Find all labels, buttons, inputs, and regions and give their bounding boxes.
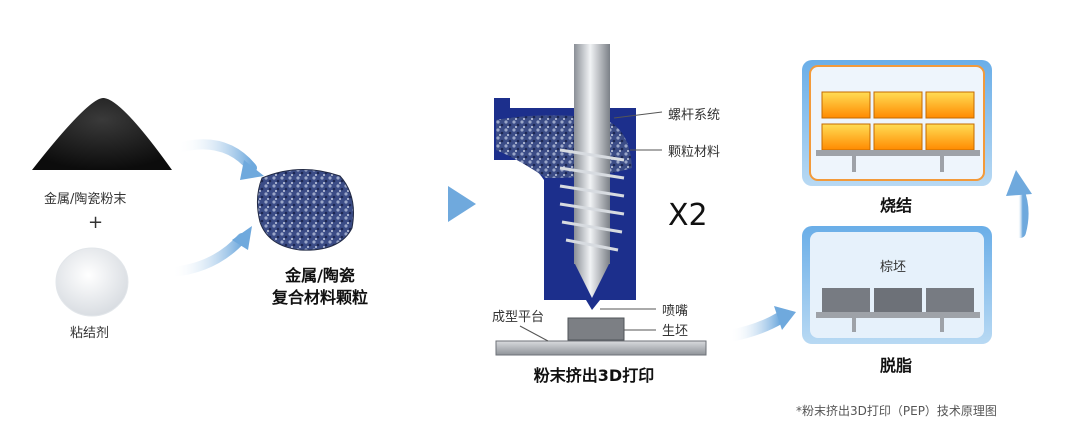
granules-label-line1: 金属/陶瓷: [285, 266, 355, 285]
debinding-caption: 脱脂: [879, 356, 912, 375]
platform-marker-line: [519, 325, 549, 342]
arrow-powder-to-granules: [173, 139, 257, 173]
sintering-caption: 烧结: [879, 196, 912, 215]
arrow-printer-to-debinding-head: [774, 306, 796, 330]
platform-label: 成型平台: [492, 310, 545, 325]
screw-tip: [574, 262, 610, 298]
arrow-powder-to-granules-head: [240, 160, 264, 180]
binder-pellets-image: [55, 247, 129, 317]
printing-caption: 粉末挤出3D打印: [533, 366, 655, 385]
granules-label-line2: 复合材料颗粒: [271, 288, 368, 307]
brown-part-label: 棕坯: [880, 260, 907, 275]
granules-image: [256, 169, 354, 251]
powder-pile-image: [32, 97, 172, 170]
multiplier-label: X2: [668, 198, 708, 233]
binder-label: 粘结剂: [70, 326, 110, 341]
granule-material-label: 颗粒材料: [668, 145, 721, 160]
sintered-parts: [816, 91, 980, 172]
arrow-printer-to-debinding: [724, 312, 786, 342]
arrow-debinding-to-sintering: [1012, 184, 1029, 238]
green-part-label: 生坯: [662, 324, 689, 339]
debinding-furnace-inner: [810, 232, 984, 338]
screw-marker-line: [613, 111, 663, 119]
build-platform: [495, 340, 707, 356]
arrow-binder-to-granules: [167, 233, 247, 277]
arrow-granules-to-printer-head: [448, 186, 476, 222]
sintering-furnace-inner: [809, 65, 985, 181]
arrow-binder-to-granules-head: [232, 226, 252, 250]
powder-label: 金属/陶瓷粉末: [44, 192, 127, 207]
brown-parts: [816, 288, 980, 332]
screw-flights: [559, 148, 625, 252]
arrow-debinding-to-sintering-head: [1006, 170, 1032, 196]
nozzle-label: 喷嘴: [662, 304, 689, 319]
footnote: *粉末挤出3D打印（PEP）技术原理图: [796, 404, 997, 418]
plus-sign: +: [88, 212, 104, 233]
green-part: [567, 317, 625, 341]
screw-system-label: 螺杆系统: [668, 108, 721, 123]
